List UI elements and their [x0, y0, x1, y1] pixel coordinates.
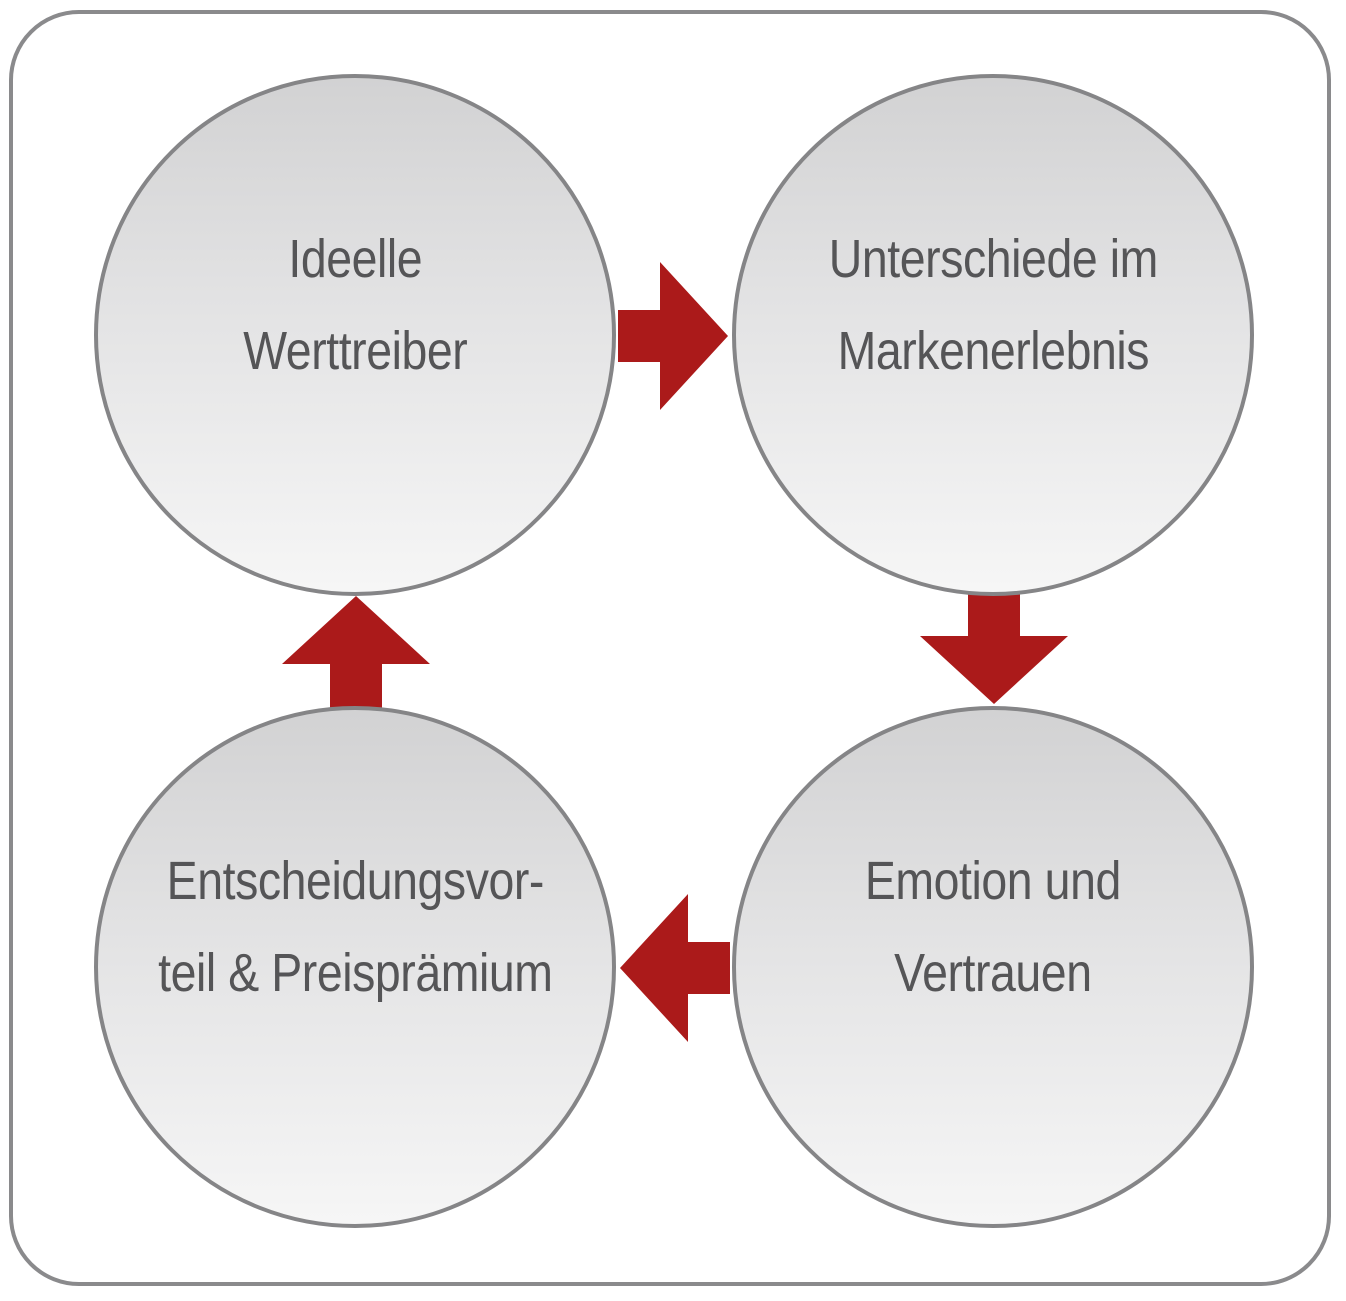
arrow-down-shape: [920, 594, 1068, 704]
arrow-up: [282, 596, 430, 708]
node-label-line: Ideelle: [288, 229, 422, 289]
arrow-up-shape: [282, 596, 430, 708]
node-emotion-und-vertrauen: Emotion und Vertrauen: [732, 706, 1254, 1228]
arrow-down: [920, 594, 1068, 706]
node-label-line: Unterschiede im: [828, 229, 1158, 289]
node-label-line: Vertrauen: [894, 943, 1092, 1003]
node-label-line: Werttreiber: [242, 321, 468, 381]
node-label-line: Markenerlebnis: [837, 321, 1149, 381]
node-entscheidungsvorteil-preispraemium: Entscheidungsvor- teil & Preisprämium: [94, 706, 616, 1228]
node-label-line: Entscheidungsvor-: [166, 851, 544, 911]
node-ideelle-werttreiber: Ideelle Werttreiber: [94, 74, 616, 596]
arrow-right-shape: [618, 262, 728, 410]
node-label: Emotion und Vertrauen: [865, 835, 1121, 1019]
node-label-line: teil & Preisprämium: [157, 943, 553, 1003]
arrow-left-shape: [620, 894, 730, 1042]
node-label: Ideelle Werttreiber: [242, 213, 468, 397]
node-label-line: Emotion und: [864, 851, 1122, 911]
node-label: Entscheidungsvor- teil & Preisprämium: [157, 835, 553, 1019]
arrow-right: [618, 262, 730, 410]
node-unterschiede-im-markenerlebnis: Unterschiede im Markenerlebnis: [732, 74, 1254, 596]
arrow-left: [620, 894, 732, 1042]
node-label: Unterschiede im Markenerlebnis: [828, 213, 1158, 397]
